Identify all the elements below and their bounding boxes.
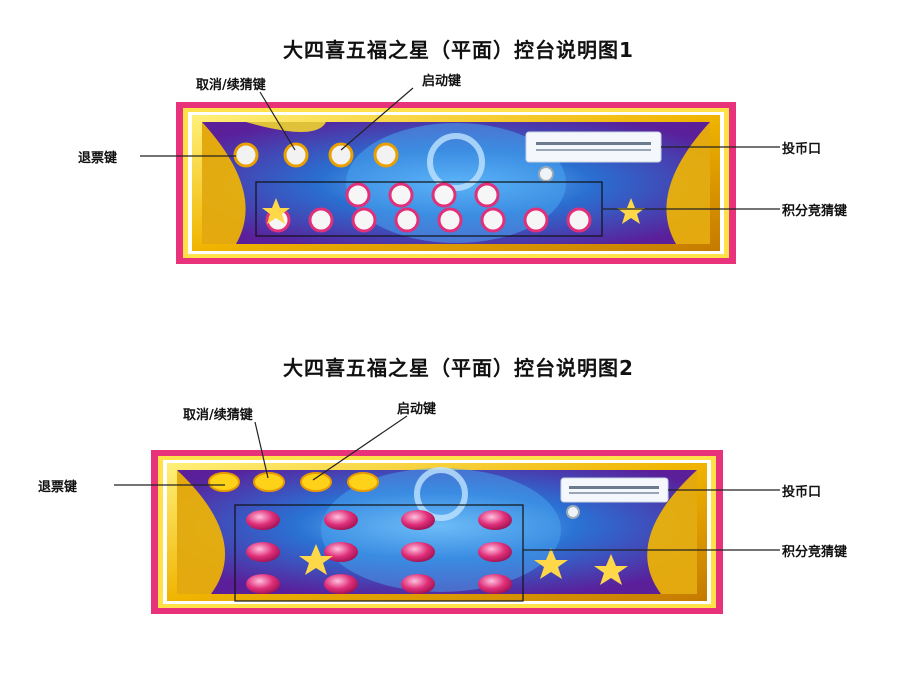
- coin-slot-2: [560, 477, 669, 503]
- label-start-1: 启动键: [422, 74, 462, 89]
- control-panel-2: [151, 450, 723, 614]
- start-button-1: [328, 142, 354, 168]
- score-guess-buttons-2: [246, 510, 512, 594]
- label-start-2: 启动键: [397, 402, 437, 417]
- refund-button-1: [233, 142, 259, 168]
- diagram1-title: 大四喜五福之星（平面）控台说明图1: [283, 38, 634, 62]
- score-guess-box-1: [255, 181, 603, 237]
- control-panel-1: [176, 102, 736, 264]
- score-guess-box-2: [234, 504, 524, 602]
- cancel-continue-button-2: [253, 472, 285, 492]
- label-refund-2: 退票键: [38, 480, 78, 495]
- label-score-guess-1: 积分竞猜键: [782, 204, 848, 219]
- label-score-guess-2: 积分竞猜键: [782, 545, 848, 560]
- label-coin-slot-1: 投币口: [782, 142, 822, 157]
- start-button-2: [300, 472, 332, 492]
- refund-button-2: [208, 472, 240, 492]
- label-cancel-continue-1: 取消/续猜键: [196, 78, 266, 93]
- cancel-continue-button-1: [283, 142, 309, 168]
- label-refund-1: 退票键: [78, 151, 118, 166]
- label-coin-slot-2: 投币口: [782, 485, 822, 500]
- diagram2-title: 大四喜五福之星（平面）控台说明图2: [283, 356, 634, 380]
- label-cancel-continue-2: 取消/续猜键: [183, 408, 253, 423]
